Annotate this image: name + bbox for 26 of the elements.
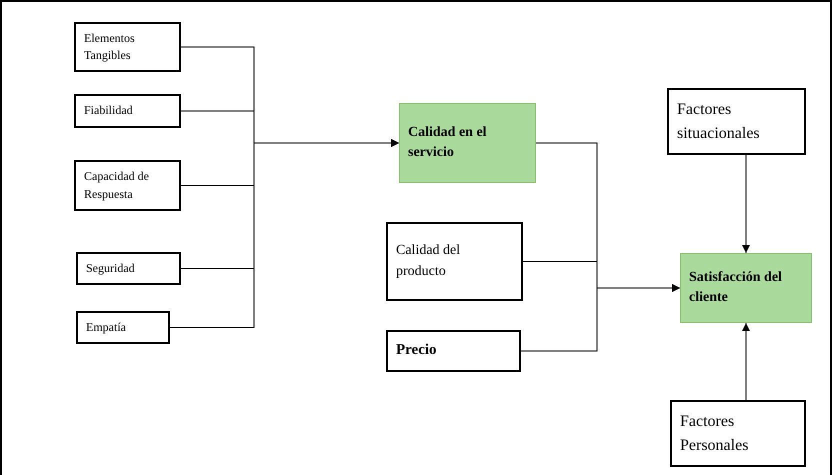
box-label: Calidad del producto [396, 242, 462, 280]
box-label: Satisfacción del cliente [689, 268, 783, 307]
arrow [742, 322, 750, 400]
process-box [76, 311, 170, 344]
box-label: Capacidad de Respuesta [84, 168, 150, 202]
process-box [76, 252, 181, 285]
box-label: Factores Personales [680, 412, 750, 456]
arrow [742, 154, 750, 254]
box-label: Elementos Tangibles [84, 30, 136, 64]
box-label: Precio [396, 341, 438, 360]
process-box [74, 160, 181, 211]
highlighted-box [399, 103, 536, 183]
arrow [170, 139, 400, 328]
box-label: Calidad en el servicio [408, 124, 488, 162]
process-box [667, 88, 806, 155]
process-box [670, 400, 806, 467]
box-label: Factores situacionales [677, 100, 761, 144]
box-label: Empatía [86, 318, 127, 336]
process-box [386, 330, 521, 372]
box-label: Fiabilidad [84, 102, 134, 120]
process-box [74, 22, 181, 72]
arrow [520, 284, 680, 352]
process-box [74, 94, 181, 128]
process-box [386, 222, 523, 301]
highlighted-box [680, 253, 812, 323]
box-label: Seguridad [86, 260, 136, 277]
